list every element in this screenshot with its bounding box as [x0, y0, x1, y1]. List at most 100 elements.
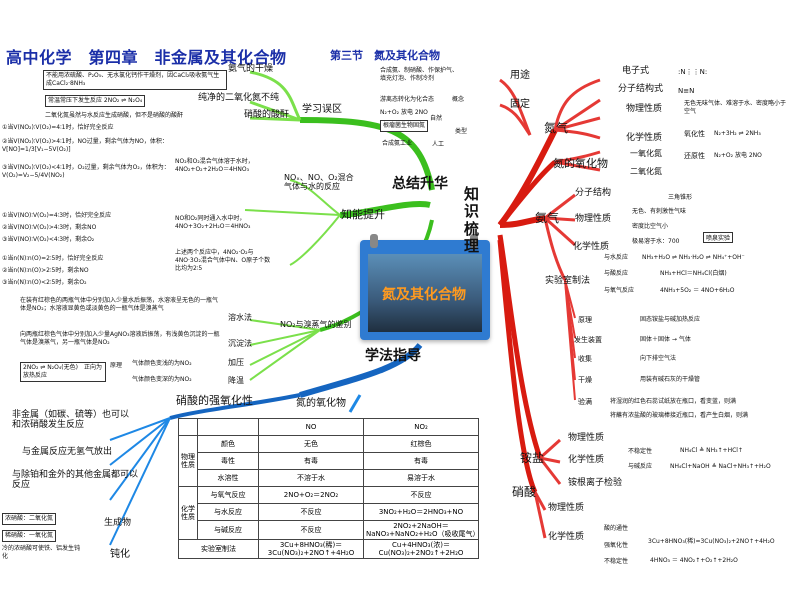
table-cell: 不溶于水	[258, 469, 364, 487]
table-cell: 不反应	[258, 503, 364, 521]
oxidizing-title: 硝酸的强氧化性	[176, 394, 253, 407]
n-oxides-label: 氮的氧化物	[553, 157, 608, 170]
nh3-struct-value: 三角锥形	[668, 194, 693, 201]
table-cell: 易溶于水	[363, 469, 479, 487]
case3-item: ③当n(N)∶n(O)<2∶5时，剩余O₂	[2, 279, 87, 286]
table-row: 化学性质 与氧气反应 2NO+O₂＝2NO₂ 不反应	[178, 486, 479, 540]
n2-label: 氮气	[544, 121, 569, 135]
with-o2-label: 与氧气反应	[604, 287, 635, 294]
pressure-method: 加压	[228, 358, 244, 367]
table-cell: 与碱反应	[197, 520, 259, 540]
salt-phys-label: 物理性质	[568, 433, 605, 443]
table-cell: 有毒	[363, 452, 479, 470]
principle-label: 原理	[110, 362, 123, 369]
table-row: 与碱反应 不反应 2NO₂+2NaOH＝NaNO₃+NaNO₂+H₂O（吸收尾气…	[179, 520, 479, 540]
improve-label: 知能提升	[341, 208, 385, 221]
nh3-chem-label: 化学性质	[573, 242, 610, 252]
table-cell: 毒性	[197, 452, 259, 470]
n2-use-label: 用途	[510, 70, 530, 81]
chem-label: 化学性质	[626, 133, 663, 143]
structure-label: 分子结构式	[618, 84, 664, 94]
lab-item-3: 干燥	[578, 376, 592, 384]
case1-item: V[NO]=1/3[V₁−5V(O₂)]	[2, 146, 71, 153]
nh3-label: 氨气	[535, 211, 560, 225]
with-water-value: NH₃+H₂O ⇌ NH₃·H₂O ⇌ NH₄⁺+OH⁻	[642, 254, 745, 261]
n2-use-note: 合成氨、制硝酸、作保护气、填充灯泡、作制冷剂	[380, 67, 459, 82]
no2-label: 二氧化氮	[630, 167, 662, 176]
case3-item: ①当n(N)∶n(O)=2∶5时，恰好完全反应	[2, 255, 104, 262]
table-row: 水溶性 不溶于水 易溶于水	[179, 469, 479, 487]
nh3-phys-3: 极易溶于水：700	[632, 238, 680, 245]
hub-knowledge: 知识梳理	[464, 185, 480, 255]
table-cell: Cu+4HNO₃(浓)＝Cu(NO₃)₂+2NO₂↑+2H₂O	[363, 539, 479, 559]
page-title: 高中化学 第四章 非金属及其化合物	[6, 48, 287, 67]
lab-item-0-v: 固态铵盐与碱加热反应	[640, 316, 701, 323]
table-cell: 有毒	[258, 452, 364, 470]
product-dilute: 稀硝酸：一氧化氮	[2, 530, 57, 542]
table-cell: 实验室制法	[178, 539, 259, 559]
lab-item-1: 发生装置	[574, 336, 602, 344]
natural-eq: N₂+O₂ 放电 2NO	[380, 109, 428, 116]
artificial-label: 人工	[432, 141, 445, 148]
table-cell: 3NO₂+H₂O＝2HNO₃+NO	[363, 503, 479, 521]
case2-item: ①当V(NO)∶V(O₂)=4∶3时，恰好完全反应	[2, 212, 112, 219]
table-cell: 与水反应	[197, 503, 259, 521]
concept-label: 概念	[452, 96, 465, 103]
principle-eq: 2NO₂ ⇌ N₂O₄(无色) 正向为放热反应	[20, 362, 106, 382]
phys-value: 无色无味气体、难溶于水、密度略小于空气	[684, 100, 787, 115]
ammonium-test: 铵根离子检验	[568, 478, 623, 488]
hno3-phys: 物理性质	[548, 503, 585, 513]
with-base-label: 与碱反应	[628, 463, 653, 470]
cool-method: 降温	[228, 376, 244, 385]
table-cell: 红棕色	[363, 435, 479, 453]
table-header-no: NO	[258, 418, 364, 436]
hub-summary: 总结升华	[392, 176, 448, 192]
case1-item: ③当V(NO₂)∶V(O₂)<4∶1时，O₂过量，剩余气体为O₂，体积为：	[2, 164, 170, 171]
table-cell	[178, 418, 198, 436]
salt-label: 铵盐	[520, 451, 545, 465]
oxide-table-title: 氮的氧化物	[296, 398, 346, 409]
oxidizing-no-h2: 与金属反应无氢气放出	[22, 447, 113, 457]
case2-item: ③当V(NO)∶V(O₂)<4∶3时，剩余O₂	[2, 236, 95, 243]
table-cell: 不反应	[258, 520, 364, 540]
pressure-note: 气体颜色变浅的为NO₂	[132, 360, 192, 367]
mistake-zone-label: 学习误区	[302, 104, 342, 115]
hno3-chem: 化学性质	[548, 532, 585, 542]
acidity-label: 酸的通性	[604, 525, 629, 532]
table-cell: 与氧气反应	[197, 486, 259, 504]
fountain-badge: 喷泉实验	[703, 232, 734, 243]
table-cell: 2NO+O₂＝2NO₂	[258, 486, 364, 504]
passivation-label: 钝化	[110, 549, 130, 560]
product-label: 生成物	[104, 518, 132, 528]
cases3-list: ①当n(N)∶n(O)=2∶5时，恰好完全反应 ②当n(N)∶n(O)>2∶5时…	[2, 255, 170, 287]
case2-item: ②当V(NO)∶V(O₂)>4∶3时，剩余NO	[2, 224, 97, 231]
oxidizing-except: 与除铂和金外的其他金属都可以反应	[12, 470, 139, 491]
pure-no2-label: 纯净的二氧化氮不纯	[198, 93, 280, 103]
table-cell: 3Cu+8HNO₃(稀)＝3Cu(NO₃)₂+2NO↑+4H₂O	[258, 539, 364, 559]
case1-item: V(O₂)=V₂−5/4V(NO₂)	[2, 172, 65, 179]
anhydride-label: 硝酸的酸酐	[244, 110, 290, 120]
oxidation-value: N₂+3H₂ ⇌ 2NH₃	[714, 130, 761, 137]
precip-method: 沉淀法	[228, 339, 252, 348]
lab-item-4: 验满	[578, 398, 592, 406]
decomp-value: 4HNO₃ ＝ 4NO₂↑+O₂↑+2H₂O	[650, 557, 738, 564]
table-group-phys: 物理性质	[178, 435, 198, 487]
case1-item: ②当V(NO₂)∶V(O₂)>4∶1时，NO过量，剩余气体为NO，体积：	[2, 138, 168, 145]
water-method-note: 在装有红棕色的两瓶气体中分别加入少量水后振荡，水溶液呈无色的一瓶气体是NO₂；水…	[20, 297, 219, 312]
with-base-value: NH₄Cl+NaOH ≜ NaCl+NH₃↑+H₂O	[670, 463, 771, 470]
nh3-struct-label: 分子结构	[575, 188, 612, 198]
cool-note: 气体颜色变深的为NO₂	[132, 376, 192, 383]
nh3-phys-1: 无色、有刺激性气味	[632, 208, 687, 215]
unstable-label: 不稳定性	[628, 448, 653, 455]
nh3-phys-label: 物理性质	[575, 214, 612, 224]
product-conc: 浓硝酸：二氧化氮	[2, 513, 57, 525]
gas-water-label: NOₓ、NO、O₂混合气体与水的反应	[284, 173, 354, 192]
root-fix: 根瘤菌生物固氮	[380, 120, 429, 132]
cases2-list: ①当V(NO)∶V(O₂)=4∶3时，恰好完全反应 ②当V(NO)∶V(O₂)>…	[2, 212, 170, 244]
drying-note: 不能用浓硫酸、P₂O₅、无水氯化钙作干燥剂，因CaCl₂吸收氨气生成CaCl₂·…	[43, 70, 227, 90]
reduction-label: 还原性	[684, 152, 705, 160]
with-acid-value: NH₃+HCl＝NH₄Cl(白烟)	[660, 270, 727, 277]
table-cell	[197, 418, 259, 436]
